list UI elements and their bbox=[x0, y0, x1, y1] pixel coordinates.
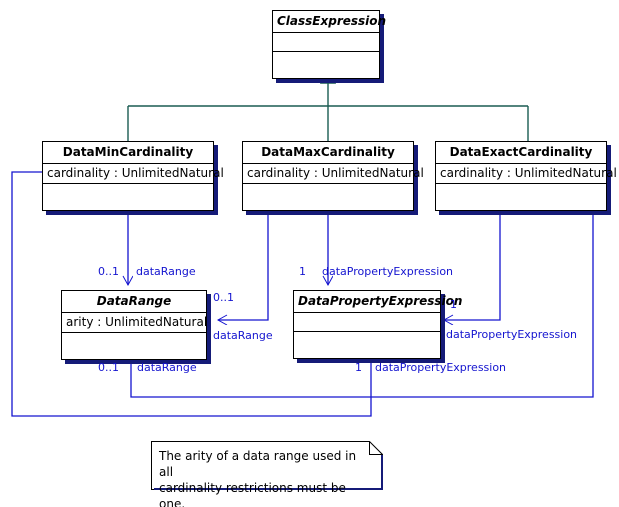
association-edges bbox=[11, 171, 594, 417]
label-min-dpe-role: dataPropertyExpression bbox=[375, 361, 507, 374]
label-exact-datarange-multiplicity: 0..1 bbox=[98, 361, 119, 374]
class-operations-data-max-cardinality bbox=[243, 184, 413, 210]
label-min-dpe-multiplicity: 1 bbox=[355, 361, 362, 374]
class-attribute: cardinality : UnlimitedNatural bbox=[247, 166, 424, 180]
label-min-datarange-role: dataRange bbox=[136, 265, 196, 278]
note-text: The arity of a data range used in all ca… bbox=[159, 449, 357, 507]
class-box-data-max-cardinality[interactable]: DataMaxCardinality cardinality : Unlimit… bbox=[242, 141, 424, 211]
note-shape bbox=[151, 441, 383, 490]
class-box-data-property-expression[interactable]: DataPropertyExpression bbox=[293, 290, 462, 359]
class-name-data-property-expression: DataPropertyExpression bbox=[294, 291, 462, 313]
class-name-class-expression: ClassExpression bbox=[273, 11, 386, 33]
class-attributes-data-property-expression bbox=[294, 313, 440, 332]
class-box-data-min-cardinality[interactable]: DataMinCardinality cardinality : Unlimit… bbox=[42, 141, 224, 211]
class-attributes-class-expression bbox=[273, 33, 379, 52]
class-box-data-exact-cardinality[interactable]: DataExactCardinality cardinality : Unlim… bbox=[435, 141, 617, 211]
class-operations-data-range bbox=[62, 333, 206, 359]
class-attribute: cardinality : UnlimitedNatural bbox=[47, 166, 224, 180]
assoc-min-dpe bbox=[11, 171, 371, 417]
label-exact-datarange-role: dataRange bbox=[137, 361, 197, 374]
label-max-dpe-multiplicity: 1 bbox=[299, 265, 306, 278]
class-attributes-data-max-cardinality: cardinality : UnlimitedNatural bbox=[243, 164, 424, 184]
class-operations-data-min-cardinality bbox=[43, 184, 213, 210]
class-operations-class-expression bbox=[273, 52, 379, 78]
class-box-class-expression[interactable]: ClassExpression bbox=[272, 10, 386, 79]
class-operations-data-property-expression bbox=[294, 332, 440, 358]
class-operations-data-exact-cardinality bbox=[436, 184, 606, 210]
label-exact-dpe-multiplicity: 1 bbox=[450, 298, 457, 311]
label-max-datarange-role: dataRange bbox=[213, 329, 273, 342]
class-attributes-data-exact-cardinality: cardinality : UnlimitedNatural bbox=[436, 164, 617, 184]
constraint-note[interactable]: The arity of a data range used in all ca… bbox=[151, 441, 383, 507]
class-attribute: cardinality : UnlimitedNatural bbox=[440, 166, 617, 180]
label-max-dpe-role: dataPropertyExpression bbox=[322, 265, 454, 278]
class-name-data-min-cardinality: DataMinCardinality bbox=[43, 142, 213, 164]
generalization-edges bbox=[127, 79, 529, 141]
class-attributes-data-range: arity : UnlimitedNatural bbox=[62, 313, 208, 333]
label-max-datarange-multiplicity: 0..1 bbox=[213, 291, 234, 304]
class-name-data-max-cardinality: DataMaxCardinality bbox=[243, 142, 413, 164]
label-exact-dpe-role: dataPropertyExpression bbox=[446, 328, 578, 341]
class-attributes-data-min-cardinality: cardinality : UnlimitedNatural bbox=[43, 164, 224, 184]
assoc-maxleft-datarange bbox=[218, 211, 269, 320]
class-attribute: arity : UnlimitedNatural bbox=[66, 315, 208, 329]
assoc-exact-dpe bbox=[444, 211, 501, 320]
label-min-datarange-multiplicity: 0..1 bbox=[98, 265, 119, 278]
class-box-data-range[interactable]: DataRange arity : UnlimitedNatural bbox=[61, 290, 207, 360]
assoc-exact-datarange bbox=[131, 211, 594, 398]
class-name-data-range: DataRange bbox=[62, 291, 206, 313]
class-name-data-exact-cardinality: DataExactCardinality bbox=[436, 142, 606, 164]
